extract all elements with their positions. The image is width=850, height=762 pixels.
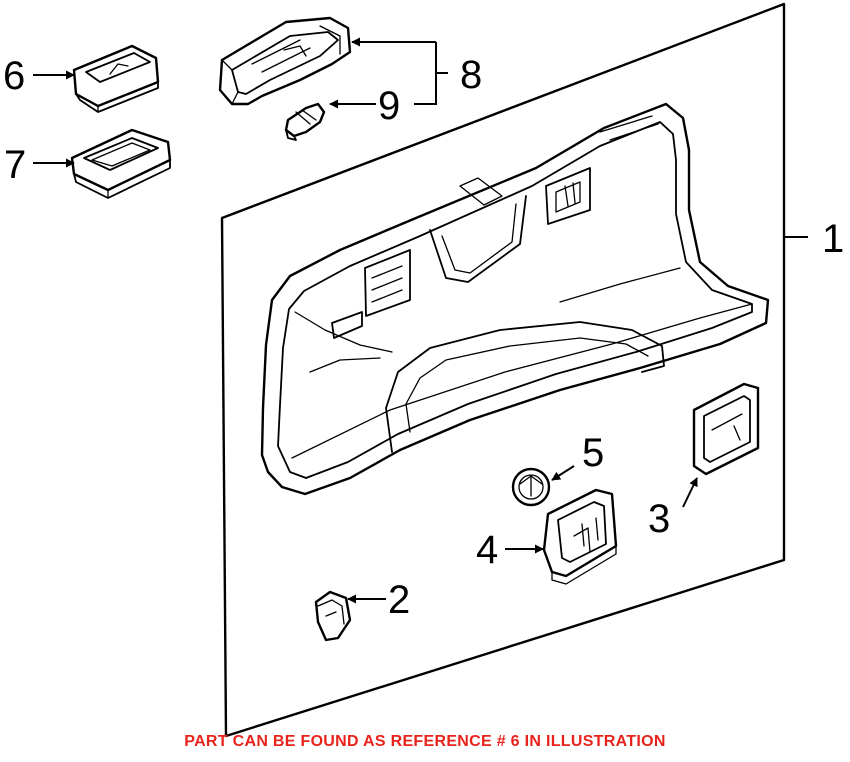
reference-note: PART CAN BE FOUND AS REFERENCE # 6 IN IL…: [184, 733, 666, 750]
part-7-lamp-lens: [70, 128, 172, 199]
callout-3: 3: [648, 497, 670, 541]
callout-1: 1: [822, 217, 844, 261]
part-4-bracket: [542, 488, 618, 585]
part-9-bulb: [284, 102, 326, 141]
callout-9: 9: [378, 84, 400, 128]
callout-4: 4: [476, 528, 498, 572]
part-3-lamp-bezel: [692, 382, 760, 476]
part-8-lamp-housing: [218, 16, 352, 106]
callout-numbers: 1 2 3 4 5 6 7 8 9: [3, 53, 844, 622]
callout-6: 6: [3, 54, 25, 98]
part-6-courtesy-lamp: [72, 44, 160, 113]
callout-8: 8: [460, 53, 482, 97]
callout-5: 5: [582, 431, 604, 475]
trim-panel-part-1: [260, 102, 770, 496]
callout-2: 2: [388, 578, 410, 622]
part-2-clip: [314, 590, 352, 642]
callout-7: 7: [4, 143, 26, 187]
leader-lines: [33, 37, 808, 604]
part-5-cap: [511, 467, 551, 507]
